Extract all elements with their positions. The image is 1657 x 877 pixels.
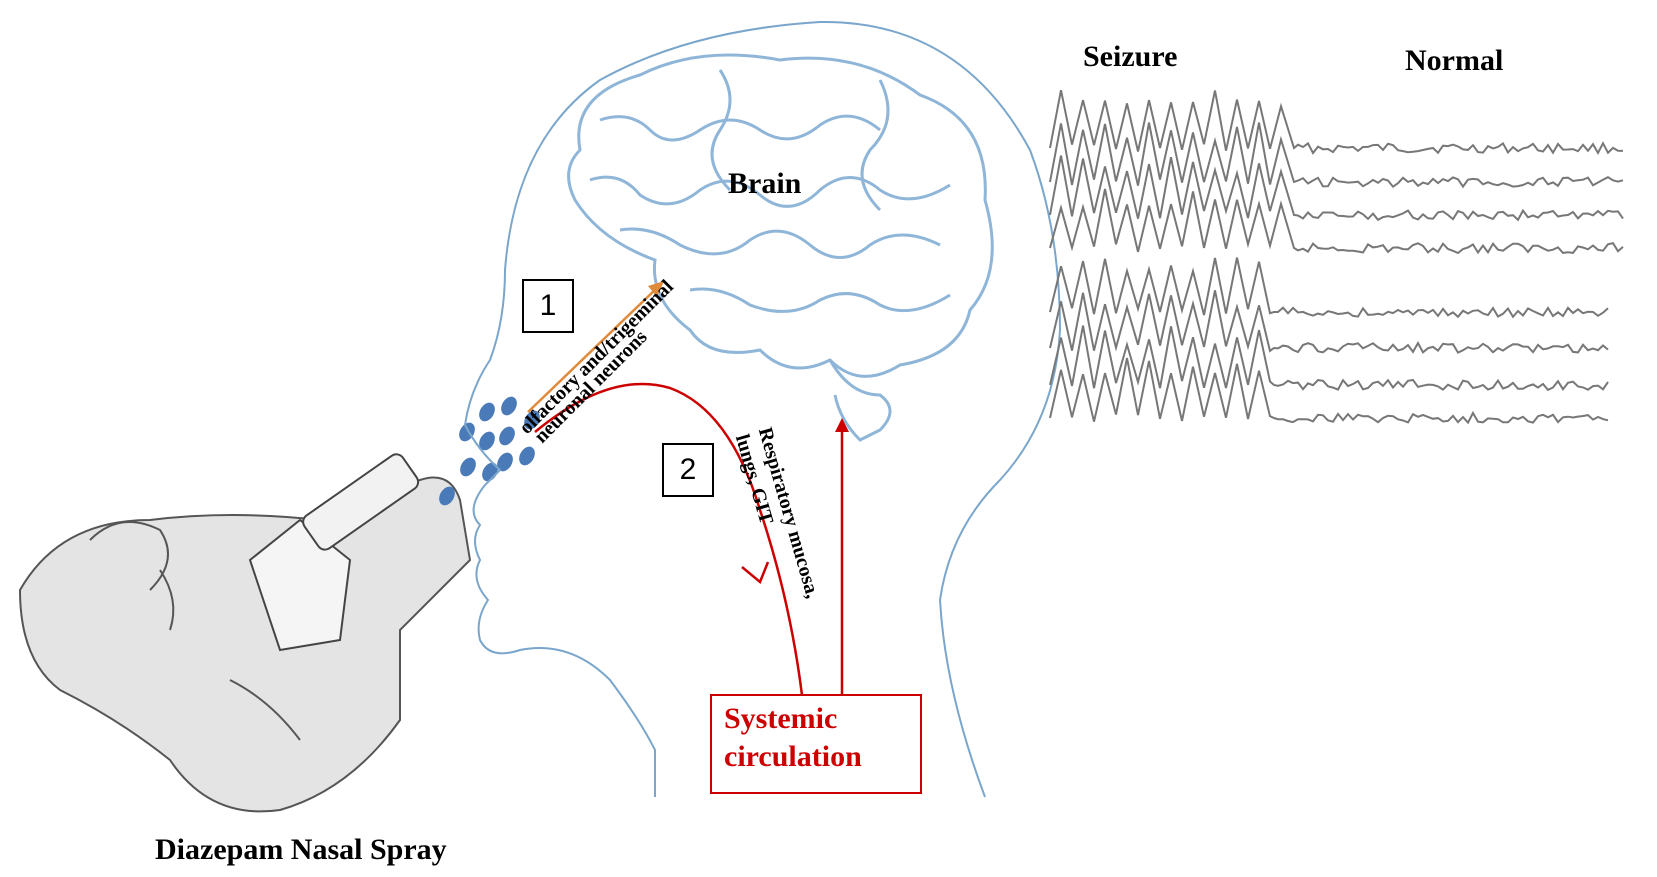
seizure-label: Seizure [1083,40,1178,73]
eeg-trace-line [1049,290,1609,354]
normal-label: Normal [1405,44,1504,77]
hand-with-spray-icon [18,453,472,813]
eeg-trace-line [1049,257,1609,319]
eeg-trace-line [1049,188,1624,255]
route-1-box: 1 [522,279,574,333]
pathway-1-arrow [527,281,664,413]
eeg-trace-line [1049,357,1609,425]
systemic-label-line2: circulation [724,740,862,773]
systemic-to-brain-arrow [835,418,849,695]
systemic-label-line1: Systemic [724,702,838,735]
head-outline [463,20,1062,798]
spray-droplets [439,396,540,506]
eeg-trace-line [1049,155,1624,222]
eeg-trace-line [1049,122,1624,189]
eeg-traces [1049,90,1624,425]
eeg-trace-line [1049,90,1624,155]
spray-label: Diazepam Nasal Spray [155,833,447,866]
brain-label: Brain [728,167,802,200]
pathway-2-arrow [534,382,804,696]
route-2-box: 2 [662,443,714,497]
eeg-trace-line [1049,325,1609,392]
brain-icon [567,53,994,442]
systemic-circulation-box: Systemic circulation [710,694,922,794]
